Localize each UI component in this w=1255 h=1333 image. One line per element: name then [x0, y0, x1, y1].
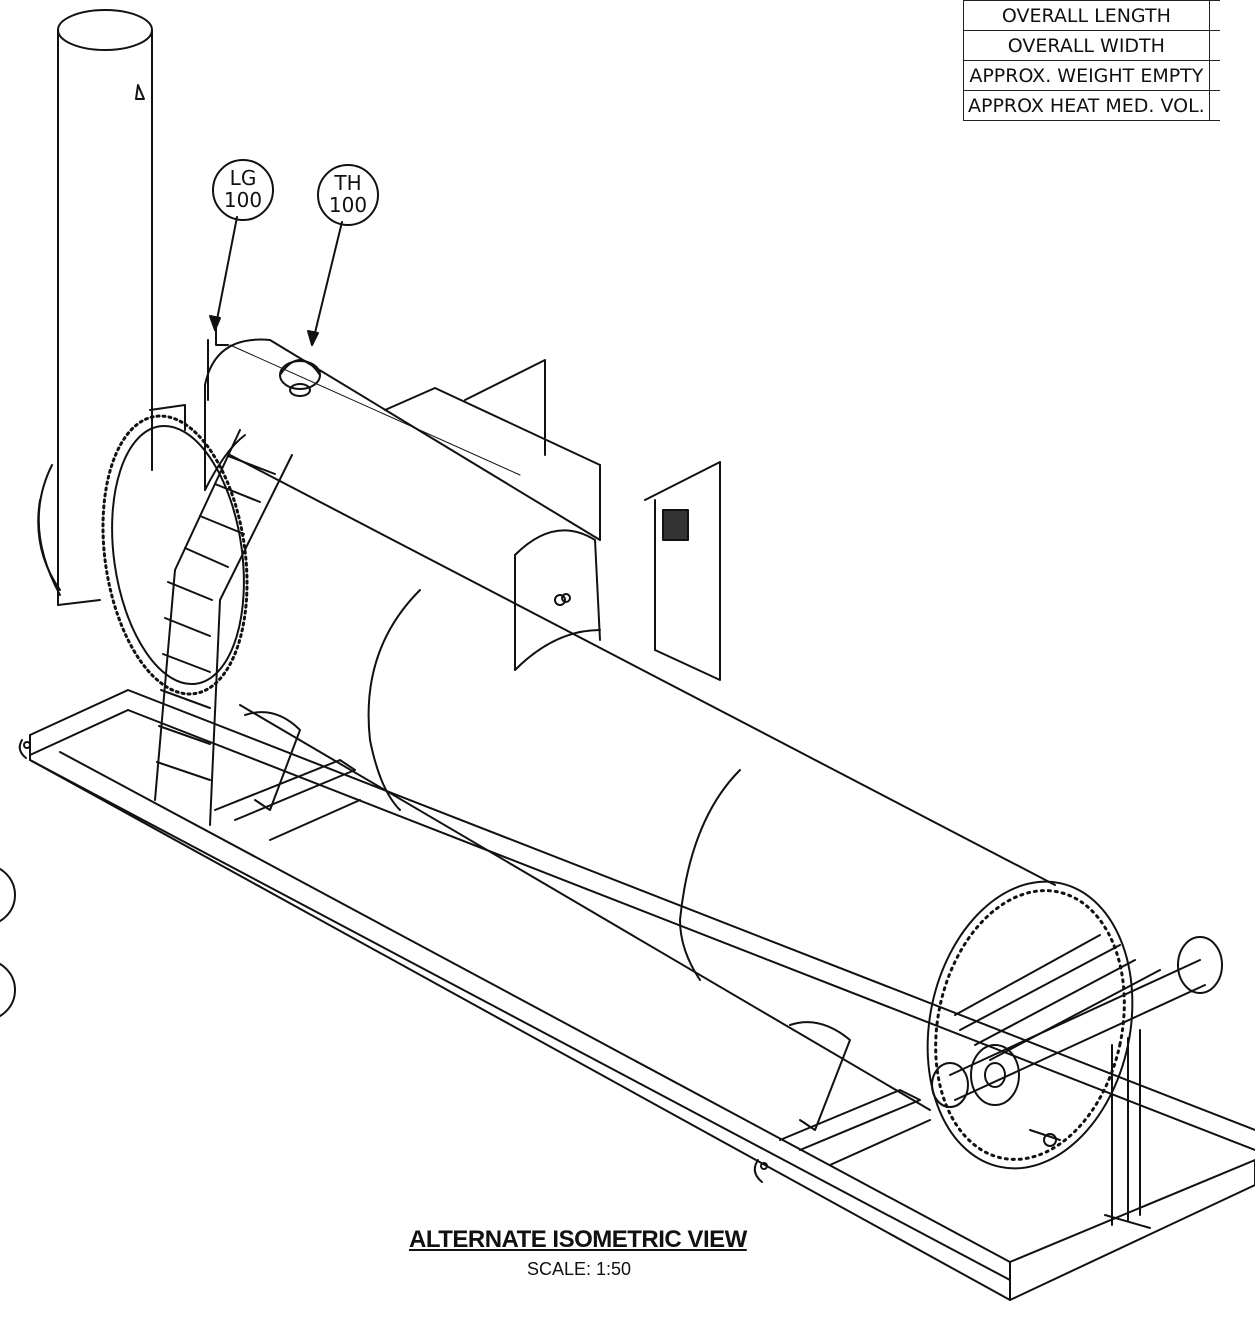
control-panel [384, 359, 721, 681]
callout-number: 100 [224, 188, 262, 212]
view-scale: SCALE: 1:50 [527, 1259, 632, 1279]
rear-head [101, 414, 249, 696]
spec-table: OVERALL LENGTH OVERALL WIDTH APPROX. WEI… [963, 0, 1220, 121]
manifold-stand [1104, 1029, 1151, 1229]
spec-row: APPROX HEAT MED. VOL. [963, 90, 1220, 121]
spec-row: OVERALL WIDTH [963, 30, 1220, 61]
saddle-support [244, 711, 851, 1131]
spec-label-heat-med-vol: APPROX HEAT MED. VOL. [963, 90, 1210, 121]
spec-label-overall-length: OVERALL LENGTH [963, 0, 1210, 31]
ladder [154, 429, 293, 826]
burner-housing [37, 404, 186, 596]
spec-row: OVERALL LENGTH [963, 0, 1220, 31]
callout-bubble-lg: LG 100 [212, 159, 274, 221]
main-shell [229, 454, 1056, 1111]
callout-number: 100 [329, 193, 367, 217]
callout-tag: TH [333, 171, 361, 195]
callout-bubble-th: TH 100 [317, 164, 379, 226]
outlet-manifold [931, 934, 1223, 1108]
skid-frame [18, 689, 1255, 1301]
view-title: ALTERNATE ISOMETRIC VIEW [409, 1226, 747, 1253]
spec-label-weight-empty: APPROX. WEIGHT EMPTY [963, 60, 1210, 91]
offpage-bubble [0, 867, 16, 1018]
top-fitting [279, 359, 321, 397]
spec-label-overall-width: OVERALL WIDTH [963, 30, 1210, 61]
spec-row: APPROX. WEIGHT EMPTY [963, 60, 1220, 91]
exhaust-stack [57, 9, 153, 606]
callout-tag: LG [230, 166, 257, 190]
level-gauge [207, 321, 229, 401]
expansion-tank [204, 338, 601, 671]
drain-valve [1029, 1129, 1061, 1147]
callout-leaders [209, 216, 343, 346]
